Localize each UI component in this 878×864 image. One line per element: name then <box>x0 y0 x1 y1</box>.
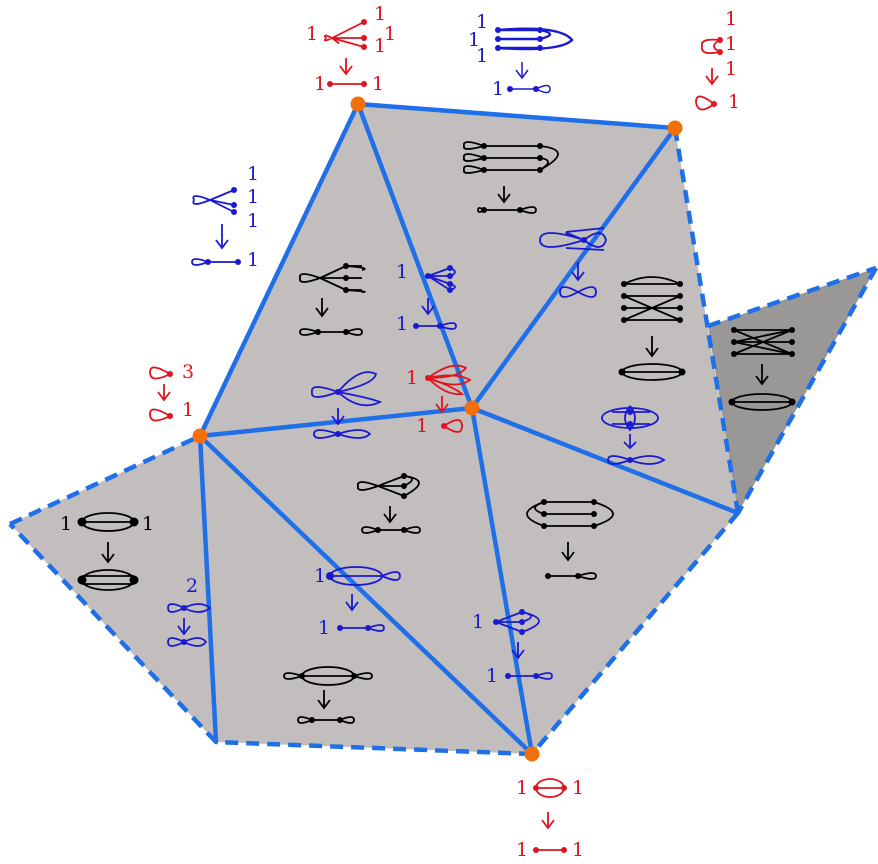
label: 2 <box>186 575 198 597</box>
label: 1 <box>318 617 330 639</box>
edge <box>355 101 475 411</box>
center-vertex-dots <box>425 375 447 429</box>
label: 1 <box>247 249 259 271</box>
ul-labels: 1 1 1 1 <box>247 163 259 271</box>
left-graphs <box>149 366 171 422</box>
dashed-edges <box>8 127 878 757</box>
label: 1 <box>516 839 528 861</box>
edge <box>197 433 219 745</box>
label: 1 <box>374 3 386 25</box>
vertices <box>192 96 683 762</box>
faces <box>10 104 876 754</box>
label: 3 <box>182 361 194 383</box>
label: 1 <box>306 23 318 45</box>
edge <box>469 405 535 757</box>
label: 1 <box>374 35 386 57</box>
label: 1 <box>372 73 384 95</box>
label: 1 <box>384 23 396 45</box>
label: 1 <box>572 839 584 861</box>
vertex-top-right <box>667 120 683 136</box>
label: 1 <box>572 777 584 799</box>
dashed-edge <box>8 522 218 744</box>
edge <box>197 433 535 757</box>
face-center <box>200 408 532 754</box>
label: 1 <box>476 45 488 67</box>
center-vertex-labels: 1 1 <box>406 367 428 437</box>
label: 1 <box>468 29 480 51</box>
ul-graphs <box>191 189 238 266</box>
dashed-edge <box>736 266 878 515</box>
label: 1 <box>247 186 259 208</box>
vertex-center <box>464 400 480 416</box>
tr-graphs <box>695 38 721 111</box>
label: 1 <box>725 58 737 80</box>
face-dark-right <box>708 268 876 513</box>
label: 1 <box>416 415 428 437</box>
top-vertex-graphs <box>323 21 365 85</box>
bottom-vertex-dots <box>533 785 567 853</box>
label: 1 <box>247 163 259 185</box>
dashed-edge <box>672 127 741 514</box>
label: 1 <box>492 78 504 100</box>
label: 1 <box>142 513 154 535</box>
label: 1 <box>182 399 194 421</box>
label: 1 <box>486 665 498 687</box>
face-bottom-right <box>472 408 738 754</box>
label: 1 <box>728 91 740 113</box>
label: 1 <box>396 313 408 335</box>
dashed-edge <box>530 511 740 756</box>
label: 1 <box>314 73 326 95</box>
blue-edge-labels: 1 1 2 1 1 1 1 <box>186 261 498 687</box>
top-vertex-dots <box>327 19 367 87</box>
dashed-edge <box>707 265 877 329</box>
label: 1 <box>396 261 408 283</box>
edge <box>469 125 678 411</box>
edge <box>197 101 361 439</box>
bottom-vertex-labels: 1 1 1 1 <box>516 777 584 861</box>
label: 1 <box>476 11 488 33</box>
solid-edges <box>197 101 741 757</box>
top-vertex-labels: 1 1 1 1 1 1 <box>306 3 396 95</box>
left-dots <box>167 371 173 419</box>
left-labels: 3 1 <box>182 361 194 421</box>
label: 1 <box>247 210 259 232</box>
vertex-top <box>350 96 366 112</box>
dashed-edge <box>9 433 201 527</box>
ul-dots <box>205 187 241 265</box>
edge <box>469 405 741 516</box>
tm-dots <box>495 27 543 92</box>
face-right <box>472 128 738 513</box>
label: 1 <box>406 367 418 389</box>
bottom-vertex-graphs <box>535 778 565 851</box>
tm-graphs <box>497 27 574 94</box>
vertex-bottom <box>524 746 540 762</box>
label: 1 <box>725 8 737 30</box>
tr-dots <box>711 37 723 107</box>
label: 1 <box>516 777 528 799</box>
black-labels: 1 1 <box>60 513 154 535</box>
center-vertex-graphs <box>427 364 472 433</box>
label: 1 <box>314 565 326 587</box>
label: 1 <box>472 611 484 633</box>
vertex-left <box>192 428 208 444</box>
tm-labels: 1 1 1 1 <box>468 11 504 100</box>
face-top-middle <box>358 104 675 408</box>
edge <box>355 101 678 131</box>
label: 1 <box>60 513 72 535</box>
black-dots <box>77 143 796 723</box>
blue-edge-dots <box>181 237 633 679</box>
tr-labels: 1 1 1 1 <box>725 8 740 113</box>
dashed-edge <box>215 739 533 757</box>
label: 1 <box>725 33 737 55</box>
